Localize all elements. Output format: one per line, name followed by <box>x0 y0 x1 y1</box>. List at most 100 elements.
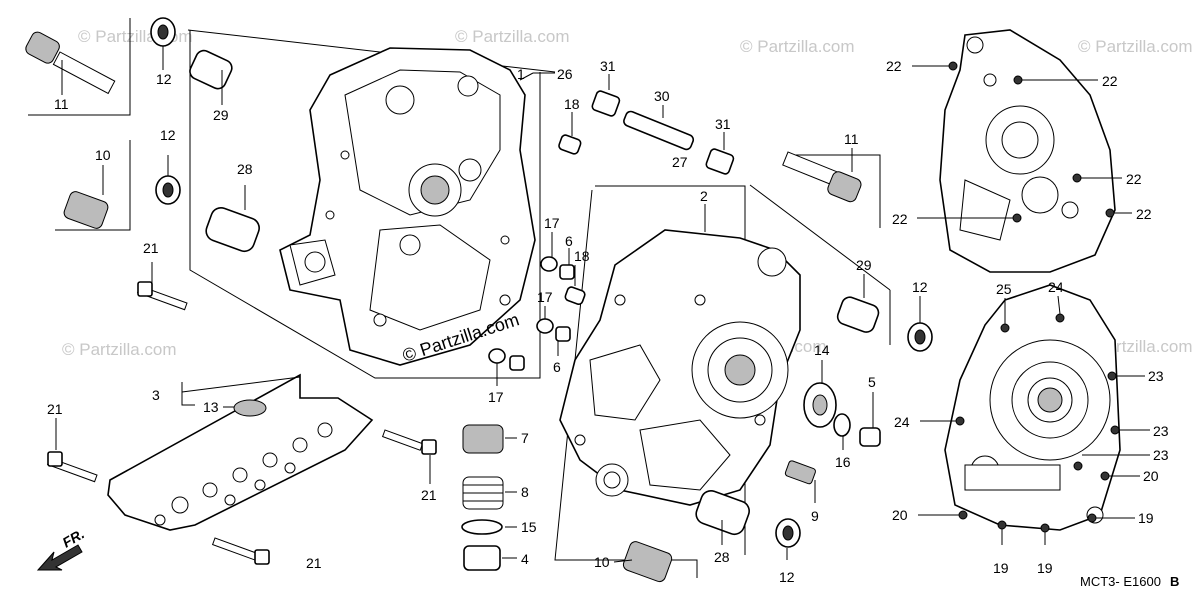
callout-28: 28 <box>714 549 730 565</box>
oil-seal-12-c <box>907 322 933 352</box>
bushing-29-a <box>189 49 233 90</box>
o-ring-17-a <box>540 256 558 272</box>
watermark-4: © Partzilla.com <box>1078 37 1193 56</box>
dowel-31-a <box>591 90 621 117</box>
callout-29: 29 <box>856 257 872 273</box>
o-ring-17-b <box>536 318 554 334</box>
callout-20: 20 <box>1143 468 1159 484</box>
front-arrow-marker: FR. <box>36 525 88 571</box>
bushing-28-a <box>205 207 260 253</box>
callout-2: 2 <box>700 188 708 204</box>
callout-17: 17 <box>544 215 560 231</box>
callout-27: 27 <box>672 154 688 170</box>
callout-21: 21 <box>306 555 322 571</box>
callout-21: 21 <box>47 401 63 417</box>
front-marker-text: FR. <box>60 525 88 550</box>
callout-31: 31 <box>715 116 731 132</box>
callout-9: 9 <box>811 508 819 524</box>
callout-23: 23 <box>1153 447 1169 463</box>
callout-29: 29 <box>213 107 229 123</box>
dowel-6-a <box>559 264 575 280</box>
switch-9 <box>784 460 816 485</box>
callout-19: 19 <box>1138 510 1154 526</box>
callout-22: 22 <box>892 211 908 227</box>
spring-8 <box>462 476 504 510</box>
callout-30: 30 <box>654 88 670 104</box>
callout-17: 17 <box>488 389 504 405</box>
dowel-18-a <box>558 134 582 155</box>
callout-12: 12 <box>160 127 176 143</box>
callout-19: 19 <box>993 560 1009 576</box>
callout-26: 26 <box>557 66 573 82</box>
callout-10: 10 <box>95 147 111 163</box>
watermark-3: © Partzilla.com <box>740 37 855 56</box>
callout-3: 3 <box>152 387 160 403</box>
callout-17: 17 <box>537 289 553 305</box>
callout-18: 18 <box>574 248 590 264</box>
callout-10: 10 <box>594 554 610 570</box>
dowel-5 <box>859 427 881 447</box>
o-ring-15 <box>461 519 503 535</box>
callout-24: 24 <box>1048 279 1064 295</box>
bushing-28-b <box>695 490 750 536</box>
callout-1: 1 <box>517 66 525 82</box>
callout-20: 20 <box>892 507 908 523</box>
leader-lines <box>55 46 1150 563</box>
bolt-21-c <box>381 429 437 455</box>
gear-shaft-11-left <box>25 31 116 95</box>
bushing-29-b <box>836 296 880 333</box>
stay-bracket-3 <box>107 373 374 531</box>
bottom-right-cover <box>944 284 1121 531</box>
callout-21: 21 <box>143 240 159 256</box>
oil-seal-12-d <box>775 518 801 548</box>
callout-22: 22 <box>1102 73 1118 89</box>
bolt-21-b <box>46 451 98 483</box>
left-crankcase <box>279 47 536 366</box>
dowel-6-b <box>555 326 571 342</box>
callout-22: 22 <box>1126 171 1142 187</box>
gear-shaft-11-right <box>782 151 862 203</box>
pipe-30 <box>623 110 695 151</box>
rubber-13 <box>233 399 267 417</box>
dowel-18-b <box>564 286 586 305</box>
callout-18: 18 <box>564 96 580 112</box>
callout-23: 23 <box>1148 368 1164 384</box>
callout-12: 12 <box>156 71 172 87</box>
diagram-code-suffix: B <box>1170 574 1179 589</box>
watermark-2: © Partzilla.com <box>455 27 570 46</box>
drain-cap-4 <box>463 545 501 571</box>
bolt-21-d <box>211 537 270 565</box>
dowel-6-c <box>509 355 525 371</box>
bearing-14 <box>803 382 837 428</box>
strainer-7 <box>462 424 504 454</box>
callout-22: 22 <box>886 58 902 74</box>
callout-12: 12 <box>912 279 928 295</box>
dowel-31-b <box>705 148 735 175</box>
callout-6: 6 <box>553 359 561 375</box>
callout-16: 16 <box>835 454 851 470</box>
callout-8: 8 <box>521 484 529 500</box>
callout-labels: 1 26 11 12 29 12 10 28 21 31 30 31 18 27… <box>47 58 1169 585</box>
gear-10-bottom <box>622 541 673 583</box>
callout-11: 11 <box>844 131 859 147</box>
callout-23: 23 <box>1153 423 1169 439</box>
oil-seal-12-a <box>150 17 176 47</box>
callout-19: 19 <box>1037 560 1053 576</box>
callout-15: 15 <box>521 519 537 535</box>
callout-13: 13 <box>203 399 219 415</box>
callout-31: 31 <box>600 58 616 74</box>
callout-4: 4 <box>521 551 529 567</box>
gear-10-left <box>63 191 109 229</box>
callout-12: 12 <box>779 569 795 585</box>
bolt-21-a <box>136 281 188 311</box>
callout-21: 21 <box>421 487 437 503</box>
callout-25: 25 <box>996 281 1012 297</box>
callout-11: 11 <box>54 96 69 112</box>
watermark-5: © Partzilla.com <box>62 340 177 359</box>
bolt-holes <box>948 61 1120 533</box>
callout-22: 22 <box>1136 206 1152 222</box>
callout-6: 6 <box>565 233 573 249</box>
callout-7: 7 <box>521 430 529 446</box>
o-ring-16 <box>833 413 851 437</box>
